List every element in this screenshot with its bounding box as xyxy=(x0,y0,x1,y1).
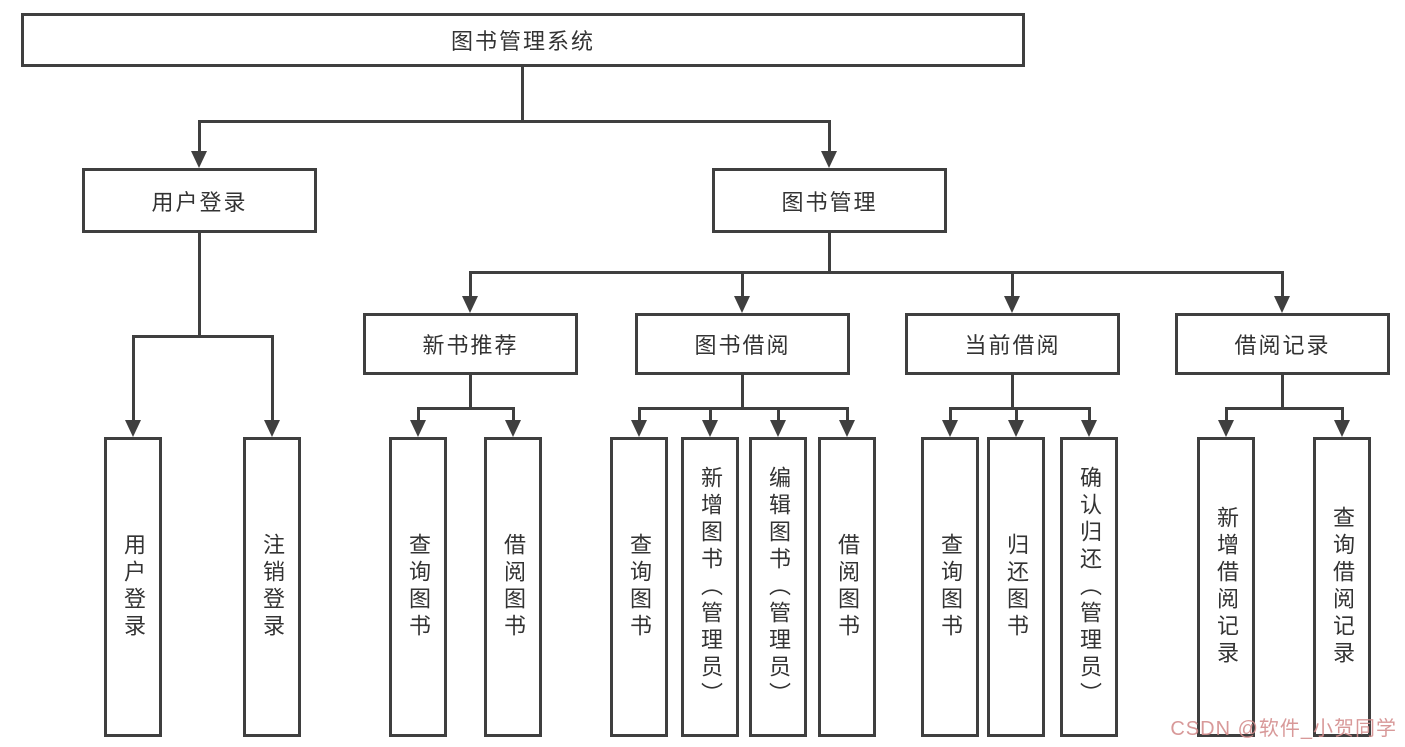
connector-root-split xyxy=(198,120,831,123)
csdn-watermark: CSDN @软件_小贺同学 xyxy=(1170,718,1397,740)
connector-book-borrow-split xyxy=(638,407,849,410)
node-leaf-logout-label: 注销登录 xyxy=(260,533,285,641)
connector-drop-cb-confirm xyxy=(1088,407,1091,422)
node-leaf-bb-edit-book-admin-label: 编辑图书（管理员） xyxy=(766,465,791,709)
connector-drop-book-management xyxy=(828,120,831,154)
arrowhead-br-add xyxy=(1218,420,1234,437)
node-leaf-logout: 注销登录 xyxy=(243,437,301,737)
node-leaf-bb-add-book-admin: 新增图书（管理员） xyxy=(681,437,739,737)
node-leaf-cb-query-book-label: 查询图书 xyxy=(938,533,963,641)
node-book-management-label: 图书管理 xyxy=(781,189,878,215)
node-leaf-bb-add-book-admin-label: 新增图书（管理员） xyxy=(698,465,723,709)
node-leaf-bb-query-book: 查询图书 xyxy=(610,437,668,737)
node-user-login: 用户登录 xyxy=(82,168,317,233)
node-borrow-records: 借阅记录 xyxy=(1175,313,1390,375)
arrowhead-br-query xyxy=(1334,420,1350,437)
node-book-management: 图书管理 xyxy=(712,168,947,233)
connector-drop-book-borrow xyxy=(741,271,744,298)
connector-book-management-split xyxy=(469,271,1284,274)
arrowhead-book-borrow xyxy=(734,296,750,313)
node-leaf-cb-query-book: 查询图书 xyxy=(921,437,979,737)
connector-drop-current-borrow xyxy=(1011,271,1014,298)
arrowhead-bb-edit xyxy=(770,420,786,437)
node-leaf-cb-return-book-label: 归还图书 xyxy=(1004,533,1029,641)
connector-user-login-stem xyxy=(198,233,201,338)
node-leaf-br-query-record: 查询借阅记录 xyxy=(1313,437,1371,737)
connector-drop-cb-return xyxy=(1015,407,1018,422)
node-user-login-label: 用户登录 xyxy=(151,189,248,215)
node-book-borrow-label: 图书借阅 xyxy=(694,333,791,358)
node-leaf-user-login: 用户登录 xyxy=(104,437,162,737)
arrowhead-bb-add xyxy=(702,420,718,437)
connector-drop-new-book xyxy=(469,271,472,298)
node-current-borrow-label: 当前借阅 xyxy=(964,333,1061,358)
connector-borrow-records-split xyxy=(1225,407,1344,410)
connector-drop-login-leaf xyxy=(132,335,135,422)
arrowhead-new-book xyxy=(462,296,478,313)
node-new-book-recommend-label: 新书推荐 xyxy=(422,333,519,358)
node-leaf-cb-return-book: 归还图书 xyxy=(987,437,1045,737)
node-new-book-recommend: 新书推荐 xyxy=(363,313,578,375)
node-book-borrow: 图书借阅 xyxy=(635,313,850,375)
connector-new-book-split xyxy=(417,407,515,410)
connector-drop-borrow-records xyxy=(1281,271,1284,298)
node-leaf-br-add-record: 新增借阅记录 xyxy=(1197,437,1255,737)
connector-current-borrow-split xyxy=(949,407,1091,410)
connector-drop-bb-add xyxy=(709,407,712,422)
arrowhead-bb-query xyxy=(631,420,647,437)
connector-drop-cb-query xyxy=(949,407,952,422)
arrowhead-logout-leaf xyxy=(264,420,280,437)
arrowhead-cb-return xyxy=(1008,420,1024,437)
arrowhead-nb-borrow xyxy=(505,420,521,437)
connector-new-book-stem xyxy=(469,375,472,410)
arrowhead-login-leaf xyxy=(125,420,141,437)
connector-drop-bb-edit xyxy=(777,407,780,422)
node-leaf-bb-edit-book-admin: 编辑图书（管理员） xyxy=(749,437,807,737)
node-leaf-cb-confirm-return-admin: 确认归还（管理员） xyxy=(1060,437,1118,737)
arrowhead-cb-query xyxy=(942,420,958,437)
node-leaf-bb-query-book-label: 查询图书 xyxy=(627,533,652,641)
arrowhead-nb-query xyxy=(410,420,426,437)
arrowhead-borrow-records xyxy=(1274,296,1290,313)
node-leaf-br-add-record-label: 新增借阅记录 xyxy=(1214,506,1239,668)
node-current-borrow: 当前借阅 xyxy=(905,313,1120,375)
node-leaf-nb-query-book-label: 查询图书 xyxy=(406,533,431,641)
connector-root-stem xyxy=(521,67,524,120)
node-leaf-cb-confirm-return-admin-label: 确认归还（管理员） xyxy=(1077,465,1102,709)
connector-drop-user-login xyxy=(198,120,201,154)
node-leaf-nb-borrow-book: 借阅图书 xyxy=(484,437,542,737)
connector-borrow-records-stem xyxy=(1281,375,1284,410)
connector-drop-nb-borrow xyxy=(512,407,515,422)
arrowhead-bb-borrow xyxy=(839,420,855,437)
connector-drop-nb-query xyxy=(417,407,420,422)
node-leaf-br-query-record-label: 查询借阅记录 xyxy=(1330,506,1355,668)
node-leaf-nb-query-book: 查询图书 xyxy=(389,437,447,737)
connector-drop-br-query xyxy=(1341,407,1344,422)
node-leaf-nb-borrow-book-label: 借阅图书 xyxy=(501,533,526,641)
connector-book-management-stem xyxy=(828,233,831,274)
connector-drop-bb-borrow xyxy=(846,407,849,422)
arrowhead-current-borrow xyxy=(1004,296,1020,313)
connector-current-borrow-stem xyxy=(1011,375,1014,410)
node-borrow-records-label: 借阅记录 xyxy=(1234,333,1331,358)
node-leaf-bb-borrow-book: 借阅图书 xyxy=(818,437,876,737)
connector-drop-logout-leaf xyxy=(271,335,274,422)
connector-drop-bb-query xyxy=(638,407,641,422)
arrowhead-book-management xyxy=(821,151,837,168)
node-leaf-bb-borrow-book-label: 借阅图书 xyxy=(835,533,860,641)
connector-book-borrow-stem xyxy=(741,375,744,410)
arrowhead-user-login xyxy=(191,151,207,168)
node-root: 图书管理系统 xyxy=(21,13,1025,67)
connector-user-login-split xyxy=(132,335,274,338)
node-root-label: 图书管理系统 xyxy=(450,29,595,54)
arrowhead-cb-confirm xyxy=(1081,420,1097,437)
node-leaf-user-login-label: 用户登录 xyxy=(121,533,146,641)
connector-drop-br-add xyxy=(1225,407,1228,422)
